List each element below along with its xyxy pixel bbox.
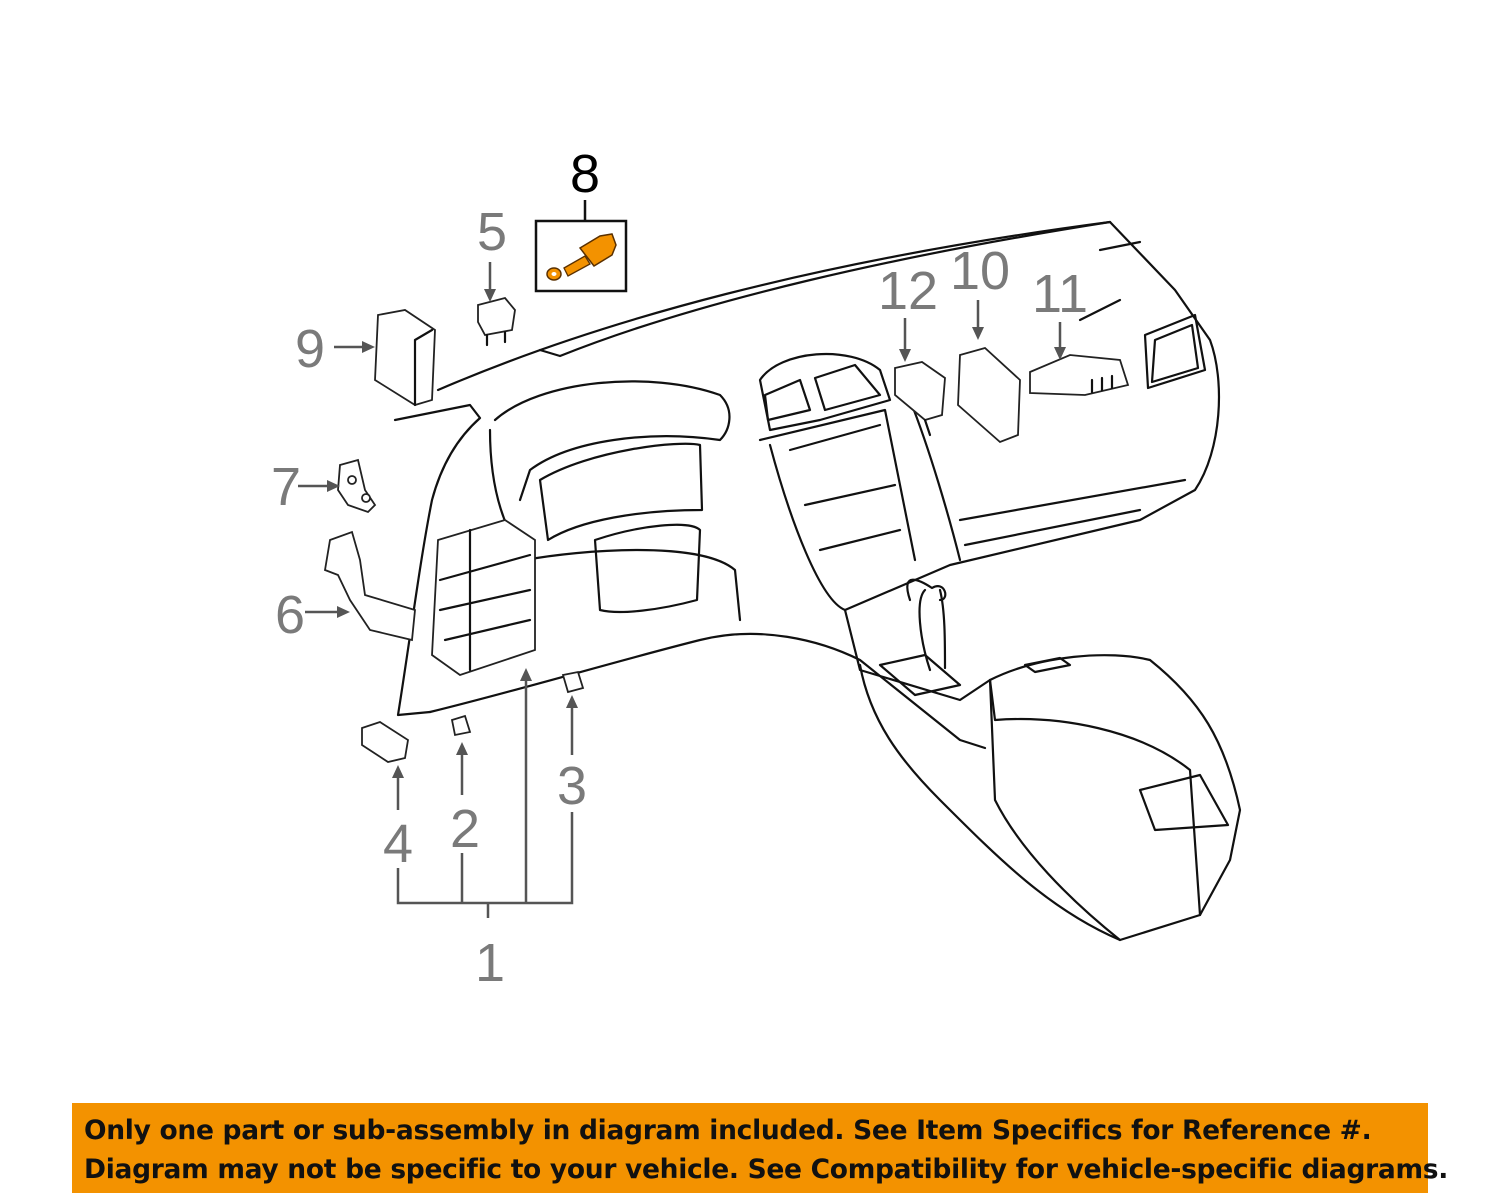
part-8-highlight-box[interactable] bbox=[534, 200, 628, 293]
part-7-bracket[interactable] bbox=[337, 458, 377, 514]
callout-6[interactable]: 6 bbox=[275, 585, 305, 645]
disclaimer-line-1: Only one part or sub-assembly in diagram… bbox=[84, 1115, 1372, 1146]
callout-4[interactable]: 4 bbox=[383, 814, 413, 874]
part-12-module[interactable] bbox=[894, 361, 946, 437]
part-9-module[interactable] bbox=[374, 309, 436, 407]
part-6-bracket[interactable] bbox=[323, 530, 416, 642]
callout-2[interactable]: 2 bbox=[450, 799, 480, 859]
leader-arrows bbox=[298, 262, 1066, 918]
callout-3[interactable]: 3 bbox=[557, 756, 587, 816]
part-10-module[interactable] bbox=[957, 346, 1021, 444]
callout-1[interactable]: 1 bbox=[475, 933, 505, 993]
part-2-clip[interactable] bbox=[450, 714, 472, 737]
part-11-module[interactable] bbox=[1029, 354, 1130, 396]
part-3-clip[interactable] bbox=[561, 670, 585, 694]
disclaimer-banner: Only one part or sub-assembly in diagram… bbox=[72, 1103, 1449, 1193]
callout-8[interactable]: 8 bbox=[570, 144, 600, 204]
disclaimer-line-2: Diagram may not be specific to your vehi… bbox=[84, 1154, 1449, 1185]
callout-11[interactable]: 11 bbox=[1032, 264, 1088, 324]
callout-9[interactable]: 9 bbox=[295, 319, 325, 379]
callout-12[interactable]: 12 bbox=[878, 261, 938, 321]
part-4-connector[interactable] bbox=[361, 721, 409, 763]
callout-7[interactable]: 7 bbox=[271, 457, 301, 517]
part-8-sensor-icon bbox=[546, 233, 617, 281]
callout-10[interactable]: 10 bbox=[950, 241, 1010, 301]
part-1-junction-block[interactable] bbox=[431, 519, 536, 676]
callout-5[interactable]: 5 bbox=[477, 202, 507, 262]
part-5-relay[interactable] bbox=[477, 296, 516, 347]
dashboard-drawing bbox=[393, 220, 1242, 942]
parts-diagram: 8 5 9 7 6 4 2 3 1 12 10 11 bbox=[271, 144, 1242, 993]
